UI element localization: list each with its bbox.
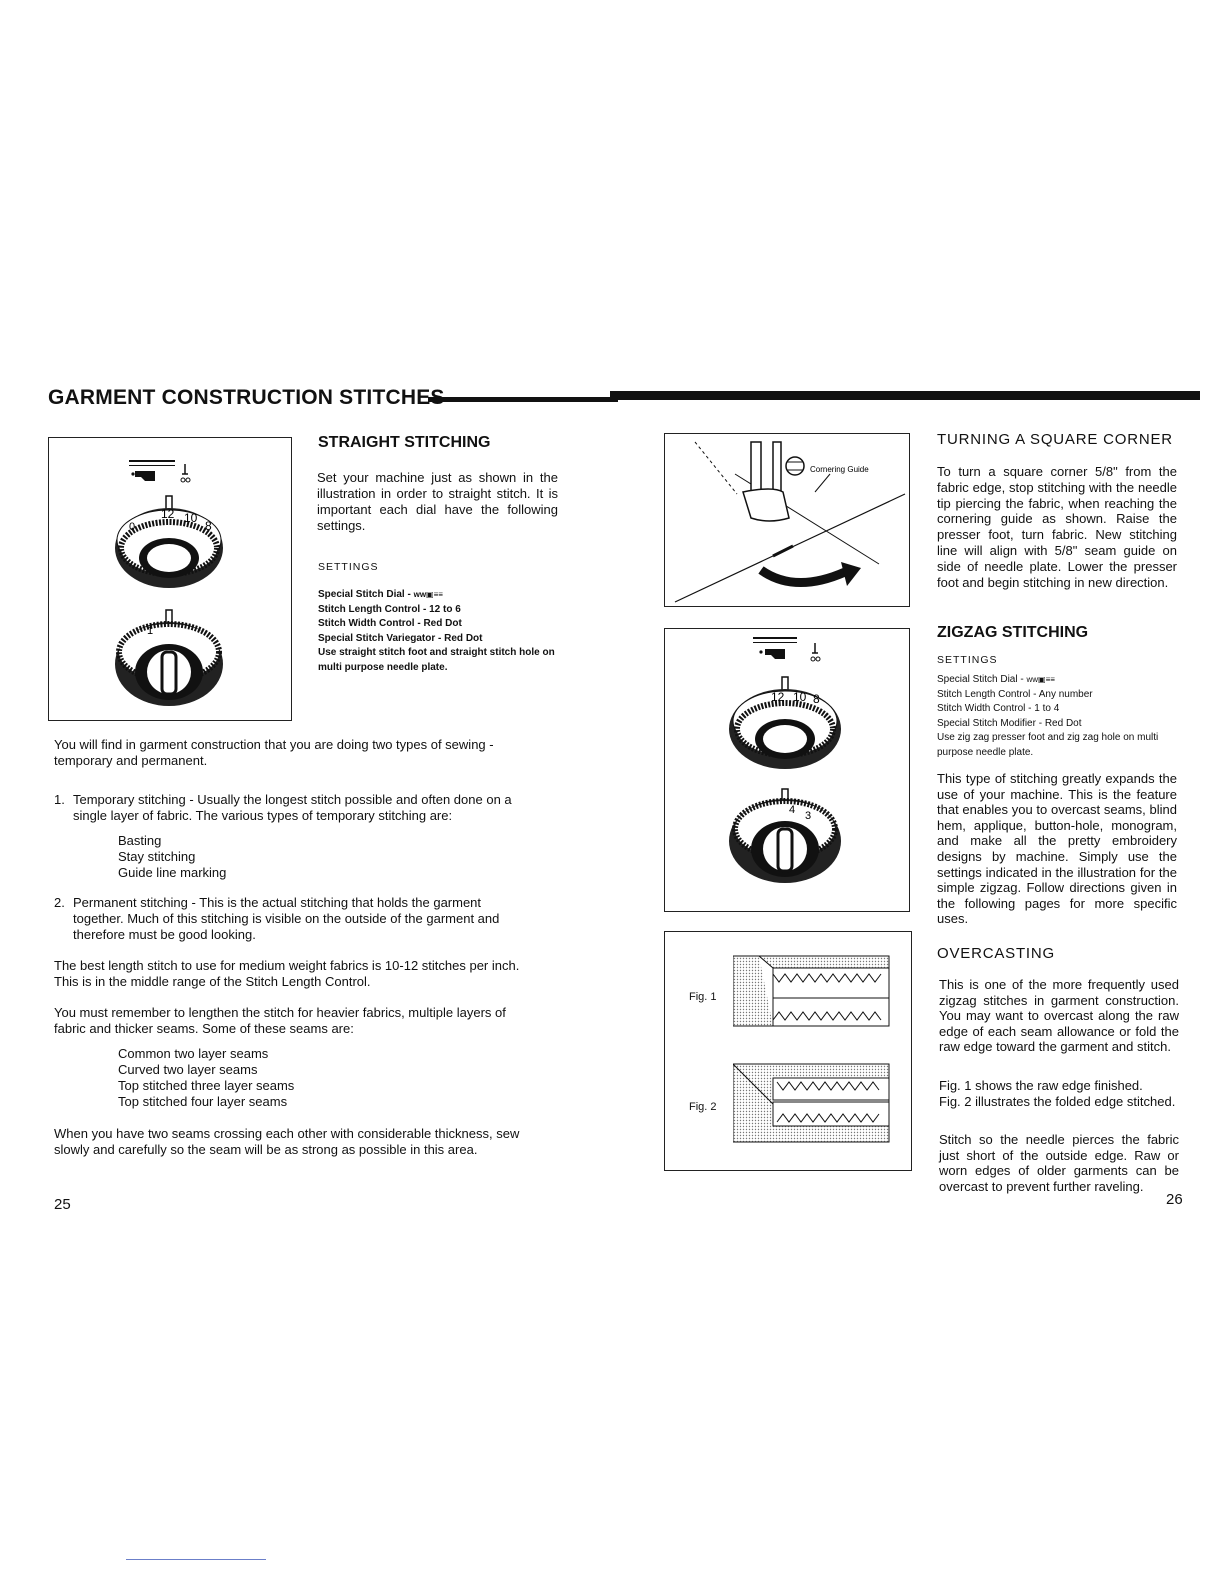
overcasting-text: This is one of the more frequently used … bbox=[939, 977, 1179, 1055]
corner-text: To turn a square corner 5/8" from the fa… bbox=[937, 464, 1177, 590]
crossing-text: When you have two seams crossing each ot… bbox=[54, 1126, 520, 1157]
temporary-list: Basting Stay stitching Guide line markin… bbox=[118, 833, 226, 881]
setting-line: Special Stitch Dial - ww▣≡≡ bbox=[318, 589, 443, 600]
corner-heading: TURNING A SQUARE CORNER bbox=[937, 431, 1173, 448]
setting-line: Stitch Length Control - Any number bbox=[937, 688, 1093, 700]
list-item: Top stitched three layer seams bbox=[118, 1078, 295, 1093]
zigzag-settings: Special Stitch Dial - ww▣≡≡ Stitch Lengt… bbox=[937, 673, 1177, 760]
zigzag-heading: ZIGZAG STITCHING bbox=[937, 624, 1089, 641]
seams-list: Common two layer seams Curved two layer … bbox=[118, 1046, 294, 1110]
straight-intro: Set your machine just as shown in the il… bbox=[317, 470, 558, 533]
fig2-label: Fig. 2 bbox=[689, 1101, 717, 1113]
overcasting-figure: Fig. 1 Fig. 2 bbox=[664, 931, 912, 1171]
stitch-length-dial: 12 10 8 0 bbox=[115, 495, 223, 588]
setting-line: Stitch Length Control - 12 to 6 bbox=[318, 603, 461, 615]
types-intro: You will find in garment construction th… bbox=[54, 737, 494, 768]
setting-line: Special Stitch Dial - ww▣≡≡ bbox=[937, 674, 1055, 685]
item-text: Temporary stitching - Usually the longes… bbox=[73, 792, 512, 823]
page-title: GARMENT CONSTRUCTION STITCHES bbox=[48, 386, 445, 409]
overcasting-heading: OVERCASTING bbox=[937, 945, 1055, 962]
cornering-guide-label: Cornering Guide bbox=[810, 465, 869, 474]
stitch-width-dial: 1 bbox=[115, 609, 223, 706]
item-number: 2. bbox=[54, 895, 65, 910]
fig1-label: Fig. 1 bbox=[689, 991, 717, 1003]
dial-num: 3 bbox=[805, 810, 811, 822]
page-number-left: 25 bbox=[54, 1196, 71, 1213]
list-item: Common two layer seams bbox=[118, 1046, 269, 1061]
setting-line: Special Stitch Modifier - Red Dot bbox=[937, 717, 1082, 729]
lengthen-text: You must remember to lengthen the stitch… bbox=[54, 1005, 506, 1036]
zigzag-dial-figure: 12 10 8 4 3 bbox=[664, 628, 910, 912]
cornering-figure: Cornering Guide bbox=[664, 433, 910, 607]
zigzag-settings-label: SETTINGS bbox=[937, 654, 998, 666]
dial-num: 1 bbox=[147, 625, 153, 637]
straight-foot-icon bbox=[129, 460, 191, 483]
title-rule bbox=[428, 397, 618, 402]
setting-line: Use zig zag presser foot and zig zag hol… bbox=[937, 732, 1159, 758]
stitch-pattern-icon: ww▣≡≡ bbox=[1026, 675, 1055, 684]
fig1-illustration bbox=[733, 955, 890, 1027]
setting-line: Stitch Width Control - Red Dot bbox=[318, 618, 462, 629]
fig2-illustration bbox=[733, 1063, 890, 1143]
setting-line: Stitch Width Control - 1 to 4 bbox=[937, 703, 1060, 714]
fig1-caption: Fig. 1 shows the raw edge finished. bbox=[939, 1078, 1143, 1093]
dial-num: 0 bbox=[129, 521, 135, 533]
dial-num: 12 bbox=[161, 507, 175, 521]
setting-line: Use straight stitch foot and straight st… bbox=[318, 647, 555, 673]
straight-heading: STRAIGHT STITCHING bbox=[318, 434, 491, 451]
list-item: Top stitched four layer seams bbox=[118, 1094, 288, 1109]
fig2-caption: Fig. 2 illustrates the folded edge stitc… bbox=[939, 1094, 1176, 1109]
straight-dial-figure: 12 10 8 0 1 bbox=[48, 437, 292, 721]
list-item: Curved two layer seams bbox=[118, 1062, 258, 1077]
straight-settings-label: SETTINGS bbox=[318, 561, 379, 573]
best-length-text: The best length stitch to use for medium… bbox=[54, 958, 520, 989]
footer-line bbox=[126, 1559, 266, 1560]
item-permanent: 2. Permanent stitching - This is the act… bbox=[54, 895, 532, 943]
dial-num: 12 bbox=[771, 690, 785, 704]
item-temporary: 1. Temporary stitching - Usually the lon… bbox=[54, 792, 532, 824]
zigzag-foot-icon bbox=[753, 637, 821, 662]
zigzag-text: This type of stitching greatly expands t… bbox=[937, 771, 1177, 927]
list-item: Guide line marking bbox=[118, 865, 227, 880]
dial-num: 8 bbox=[813, 692, 820, 706]
stitch-length-dial: 12 10 8 bbox=[729, 676, 841, 769]
straight-settings: Special Stitch Dial - ww▣≡≡ Stitch Lengt… bbox=[318, 588, 558, 675]
needle-text: Stitch so the needle pierces the fabric … bbox=[939, 1132, 1179, 1194]
setting-line: Special Stitch Variegator - Red Dot bbox=[318, 632, 483, 644]
item-text: Permanent stitching - This is the actual… bbox=[73, 895, 500, 942]
dial-num: 4 bbox=[789, 804, 795, 816]
stitch-pattern-icon: ww▣≡≡ bbox=[413, 590, 443, 599]
stitch-width-dial: 4 3 bbox=[729, 788, 841, 883]
page-number-right: 26 bbox=[1166, 1191, 1183, 1208]
list-item: Stay stitching bbox=[118, 849, 196, 864]
title-rule-thick bbox=[610, 391, 1200, 400]
dial-num: 8 bbox=[205, 519, 212, 533]
dial-num: 10 bbox=[184, 511, 198, 525]
list-item: Basting bbox=[118, 833, 162, 848]
dial-num: 10 bbox=[793, 690, 807, 704]
item-number: 1. bbox=[54, 792, 65, 807]
